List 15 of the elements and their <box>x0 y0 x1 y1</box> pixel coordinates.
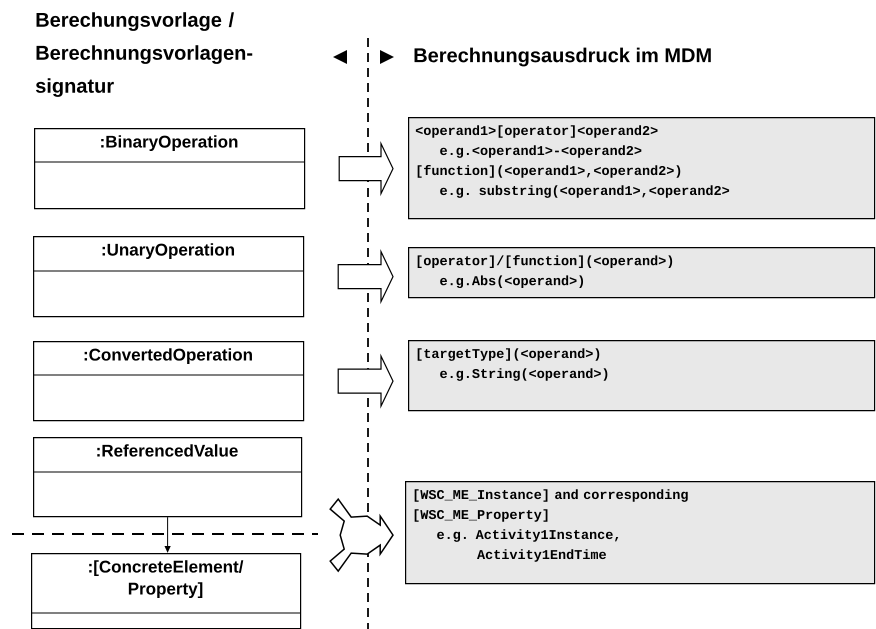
class-box: :BinaryOperation <box>34 128 306 210</box>
class-box: :UnaryOperation <box>32 236 304 318</box>
expression-box: [operator]/[function](<operand>) e.g.Abs(<operand>) <box>408 247 876 298</box>
block-arrow <box>338 248 394 304</box>
class-box: :ReferencedValue <box>32 437 302 518</box>
block-arrow <box>338 140 394 196</box>
class-box: :[ConcreteElement/ Property] <box>30 553 302 629</box>
expression-box: [targetType](<operand>) e.g.String(<operand>) <box>408 340 876 412</box>
heading: Berechungsvorlage / Berechnungsvorlagen-signatur <box>36 12 252 97</box>
heading: Berechnungsausdruck im MDM <box>414 48 711 66</box>
merge-arrow <box>329 498 394 572</box>
expression-box: <operand1>[operator]<operand2> e.g.<operand1>-<operand2> [function](<operand1>,<operand2>) e.g. substring(<operand1>,<operand2> <box>408 117 876 220</box>
block-arrow <box>338 353 394 409</box>
class-box: :ConvertedOperation <box>32 341 304 422</box>
expression-box: [WSC_ME_Instance] and corresponding [WSC_ME_Property] e.g. Activity1Instance, Activity1EndTime <box>405 481 876 584</box>
